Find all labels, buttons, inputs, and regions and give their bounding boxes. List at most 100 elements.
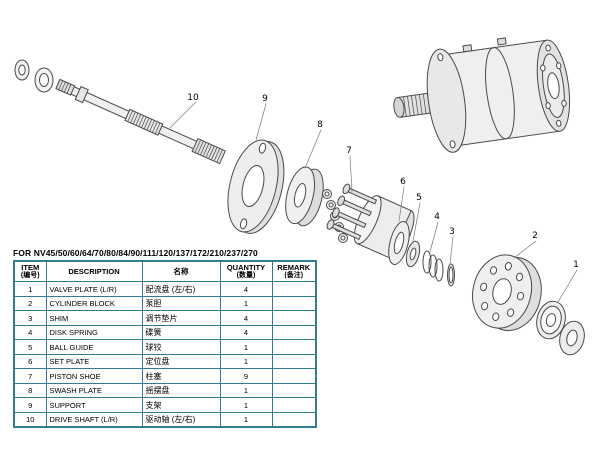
callout-label-6: 6: [400, 177, 406, 187]
cell-qty: 1: [219, 295, 273, 312]
header-desc-zh: 名称: [173, 267, 189, 277]
cell-qty: 1: [219, 353, 273, 370]
header-item-en: ITEM: [21, 263, 40, 272]
cell-qty: 1: [219, 339, 273, 355]
table-title: FOR NV45/50/60/64/70/80/84/90/111/120/13…: [13, 248, 258, 258]
table-row: 4 DISK SPRING 碟簧 4: [13, 324, 317, 341]
header-quantity: QUANTITY(数量): [219, 260, 273, 283]
table-header-row: ITEM(编号) DESCRIPTION 名称 QUANTITY(数量) REM…: [13, 260, 317, 283]
cell-item: 8: [13, 382, 47, 399]
callout-label-5: 5: [416, 193, 422, 203]
table-row: 1 VALVE PLATE (L/R) 配流盘 (左/右) 4: [13, 281, 317, 297]
table-row: 7 PISTON SHOE 柱塞 9: [13, 368, 317, 384]
cell-remark: [271, 353, 317, 370]
swash-plate-part: [285, 166, 324, 227]
cell-qty: 9: [219, 368, 273, 384]
callout-label-3: 3: [449, 227, 455, 237]
cell-qty: 4: [219, 281, 273, 297]
callout-label-4: 4: [434, 212, 440, 222]
cell-item: 10: [13, 411, 47, 428]
disk-spring-part: [422, 250, 444, 282]
support-part: [227, 139, 285, 234]
cell-remark: [271, 368, 317, 384]
cylinder-block-part: [472, 254, 542, 332]
cell-qty: 1: [219, 411, 273, 428]
cell-desc-zh: 碟簧: [141, 324, 221, 341]
cell-qty: 4: [219, 310, 273, 326]
cell-desc-zh: 驱动轴 (左/右): [141, 411, 221, 428]
cell-desc-en: DISK SPRING: [45, 324, 143, 341]
cell-desc-zh: 摇摆盘: [141, 382, 221, 399]
leader-lines: [169, 101, 578, 303]
cell-item: 9: [13, 397, 47, 413]
cell-desc-zh: 泵胆: [141, 295, 221, 312]
cell-item: 7: [13, 368, 47, 384]
header-item: ITEM(编号): [13, 260, 47, 283]
cell-desc-en: SUPPORT: [45, 397, 143, 413]
cell-item: 4: [13, 324, 47, 341]
table-row: 8 SWASH PLATE 摇摆盘 1: [13, 382, 317, 399]
valve-plate-part-2: [559, 320, 585, 356]
table-row: 3 SHIM 调节垫片 4: [13, 310, 317, 326]
header-remark-zh: (备注): [284, 272, 304, 279]
valve-plate-part-1: [536, 300, 566, 340]
table-row: 5 BALL GUIDE 球铰 1: [13, 339, 317, 355]
cell-desc-en: PISTON SHOE: [45, 368, 143, 384]
cell-desc-en: SWASH PLATE: [45, 382, 143, 399]
cell-remark: [271, 324, 317, 341]
table-row: 6 SET PLATE 定位盘 1: [13, 353, 317, 370]
piston-assembly-part: [326, 183, 415, 259]
shim-part: [447, 263, 455, 287]
parts-table: ITEM(编号) DESCRIPTION 名称 QUANTITY(数量) REM…: [13, 260, 317, 428]
cell-desc-en: SET PLATE: [45, 353, 143, 370]
cell-remark: [271, 382, 317, 399]
drive-shaft-part: [55, 78, 226, 165]
cell-desc-zh: 配流盘 (左/右): [141, 281, 221, 297]
pump-assembly-part: [393, 37, 571, 153]
cell-qty: 4: [219, 324, 273, 341]
header-remark: REMARK(备注): [271, 260, 317, 283]
cell-desc-en: CYLINDER BLOCK: [45, 295, 143, 312]
header-name-zh: 名称: [141, 260, 221, 283]
cell-desc-zh: 支架: [141, 397, 221, 413]
cell-item: 2: [13, 295, 47, 312]
callout-label-10: 10: [187, 93, 199, 103]
cell-desc-zh: 柱塞: [141, 368, 221, 384]
ball-guide-part: [405, 240, 421, 268]
header-remark-en: REMARK: [277, 263, 311, 272]
cell-qty: 1: [219, 397, 273, 413]
header-qty-en: QUANTITY: [226, 263, 266, 272]
table-row: 9 SUPPORT 支架 1: [13, 397, 317, 413]
cell-desc-zh: 定位盘: [141, 353, 221, 370]
set-plate-part: [388, 221, 410, 265]
cell-desc-zh: 球铰: [141, 339, 221, 355]
cell-desc-zh: 调节垫片: [141, 310, 221, 326]
cell-desc-en: DRIVE SHAFT (L/R): [45, 411, 143, 428]
washer-rings: [14, 59, 54, 93]
cell-desc-en: VALVE PLATE (L/R): [45, 281, 143, 297]
cell-remark: [271, 281, 317, 297]
cell-remark: [271, 339, 317, 355]
callout-label-8: 8: [317, 120, 323, 130]
cell-item: 5: [13, 339, 47, 355]
callout-label-7: 7: [346, 146, 352, 156]
cell-item: 3: [13, 310, 47, 326]
cell-desc-en: SHIM: [45, 310, 143, 326]
table-row: 2 CYLINDER BLOCK 泵胆 1: [13, 295, 317, 312]
callout-label-2: 2: [532, 231, 538, 241]
header-description: DESCRIPTION: [45, 260, 143, 283]
cell-qty: 1: [219, 382, 273, 399]
cell-remark: [271, 295, 317, 312]
cell-remark: [271, 411, 317, 428]
table-row: 10 DRIVE SHAFT (L/R) 驱动轴 (左/右) 1: [13, 411, 317, 428]
cell-item: 6: [13, 353, 47, 370]
cell-remark: [271, 310, 317, 326]
cell-item: 1: [13, 281, 47, 297]
cell-desc-en: BALL GUIDE: [45, 339, 143, 355]
header-qty-zh: (数量): [236, 272, 256, 279]
header-item-zh: (编号): [20, 272, 40, 279]
callout-label-9: 9: [262, 94, 268, 104]
parts-table-section: FOR NV45/50/60/64/70/80/84/90/111/120/13…: [13, 248, 317, 428]
